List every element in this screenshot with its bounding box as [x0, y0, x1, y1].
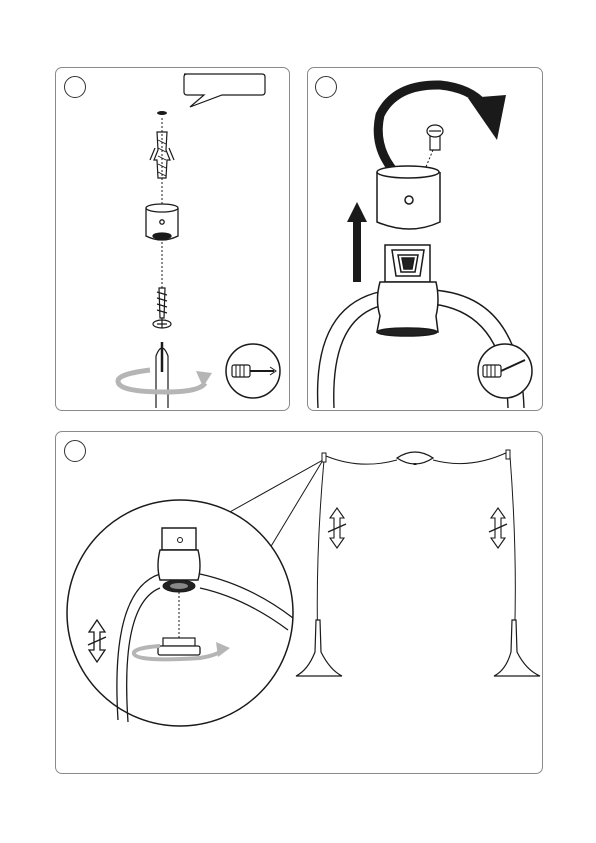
height-adjust-arrow-left-icon: [328, 508, 346, 548]
hook-left-icon: [322, 453, 326, 462]
hook-right-icon: [506, 450, 510, 459]
ceiling-canopy-icon: [397, 452, 433, 465]
height-adjust-arrow-right-icon: [489, 508, 507, 548]
magnified-detail: [67, 500, 293, 726]
suspension-cable: [317, 452, 515, 650]
lamp-shade-left-icon: [296, 620, 342, 676]
lamp-shade-right-icon: [494, 620, 540, 676]
ring-nut-icon: [163, 638, 195, 646]
